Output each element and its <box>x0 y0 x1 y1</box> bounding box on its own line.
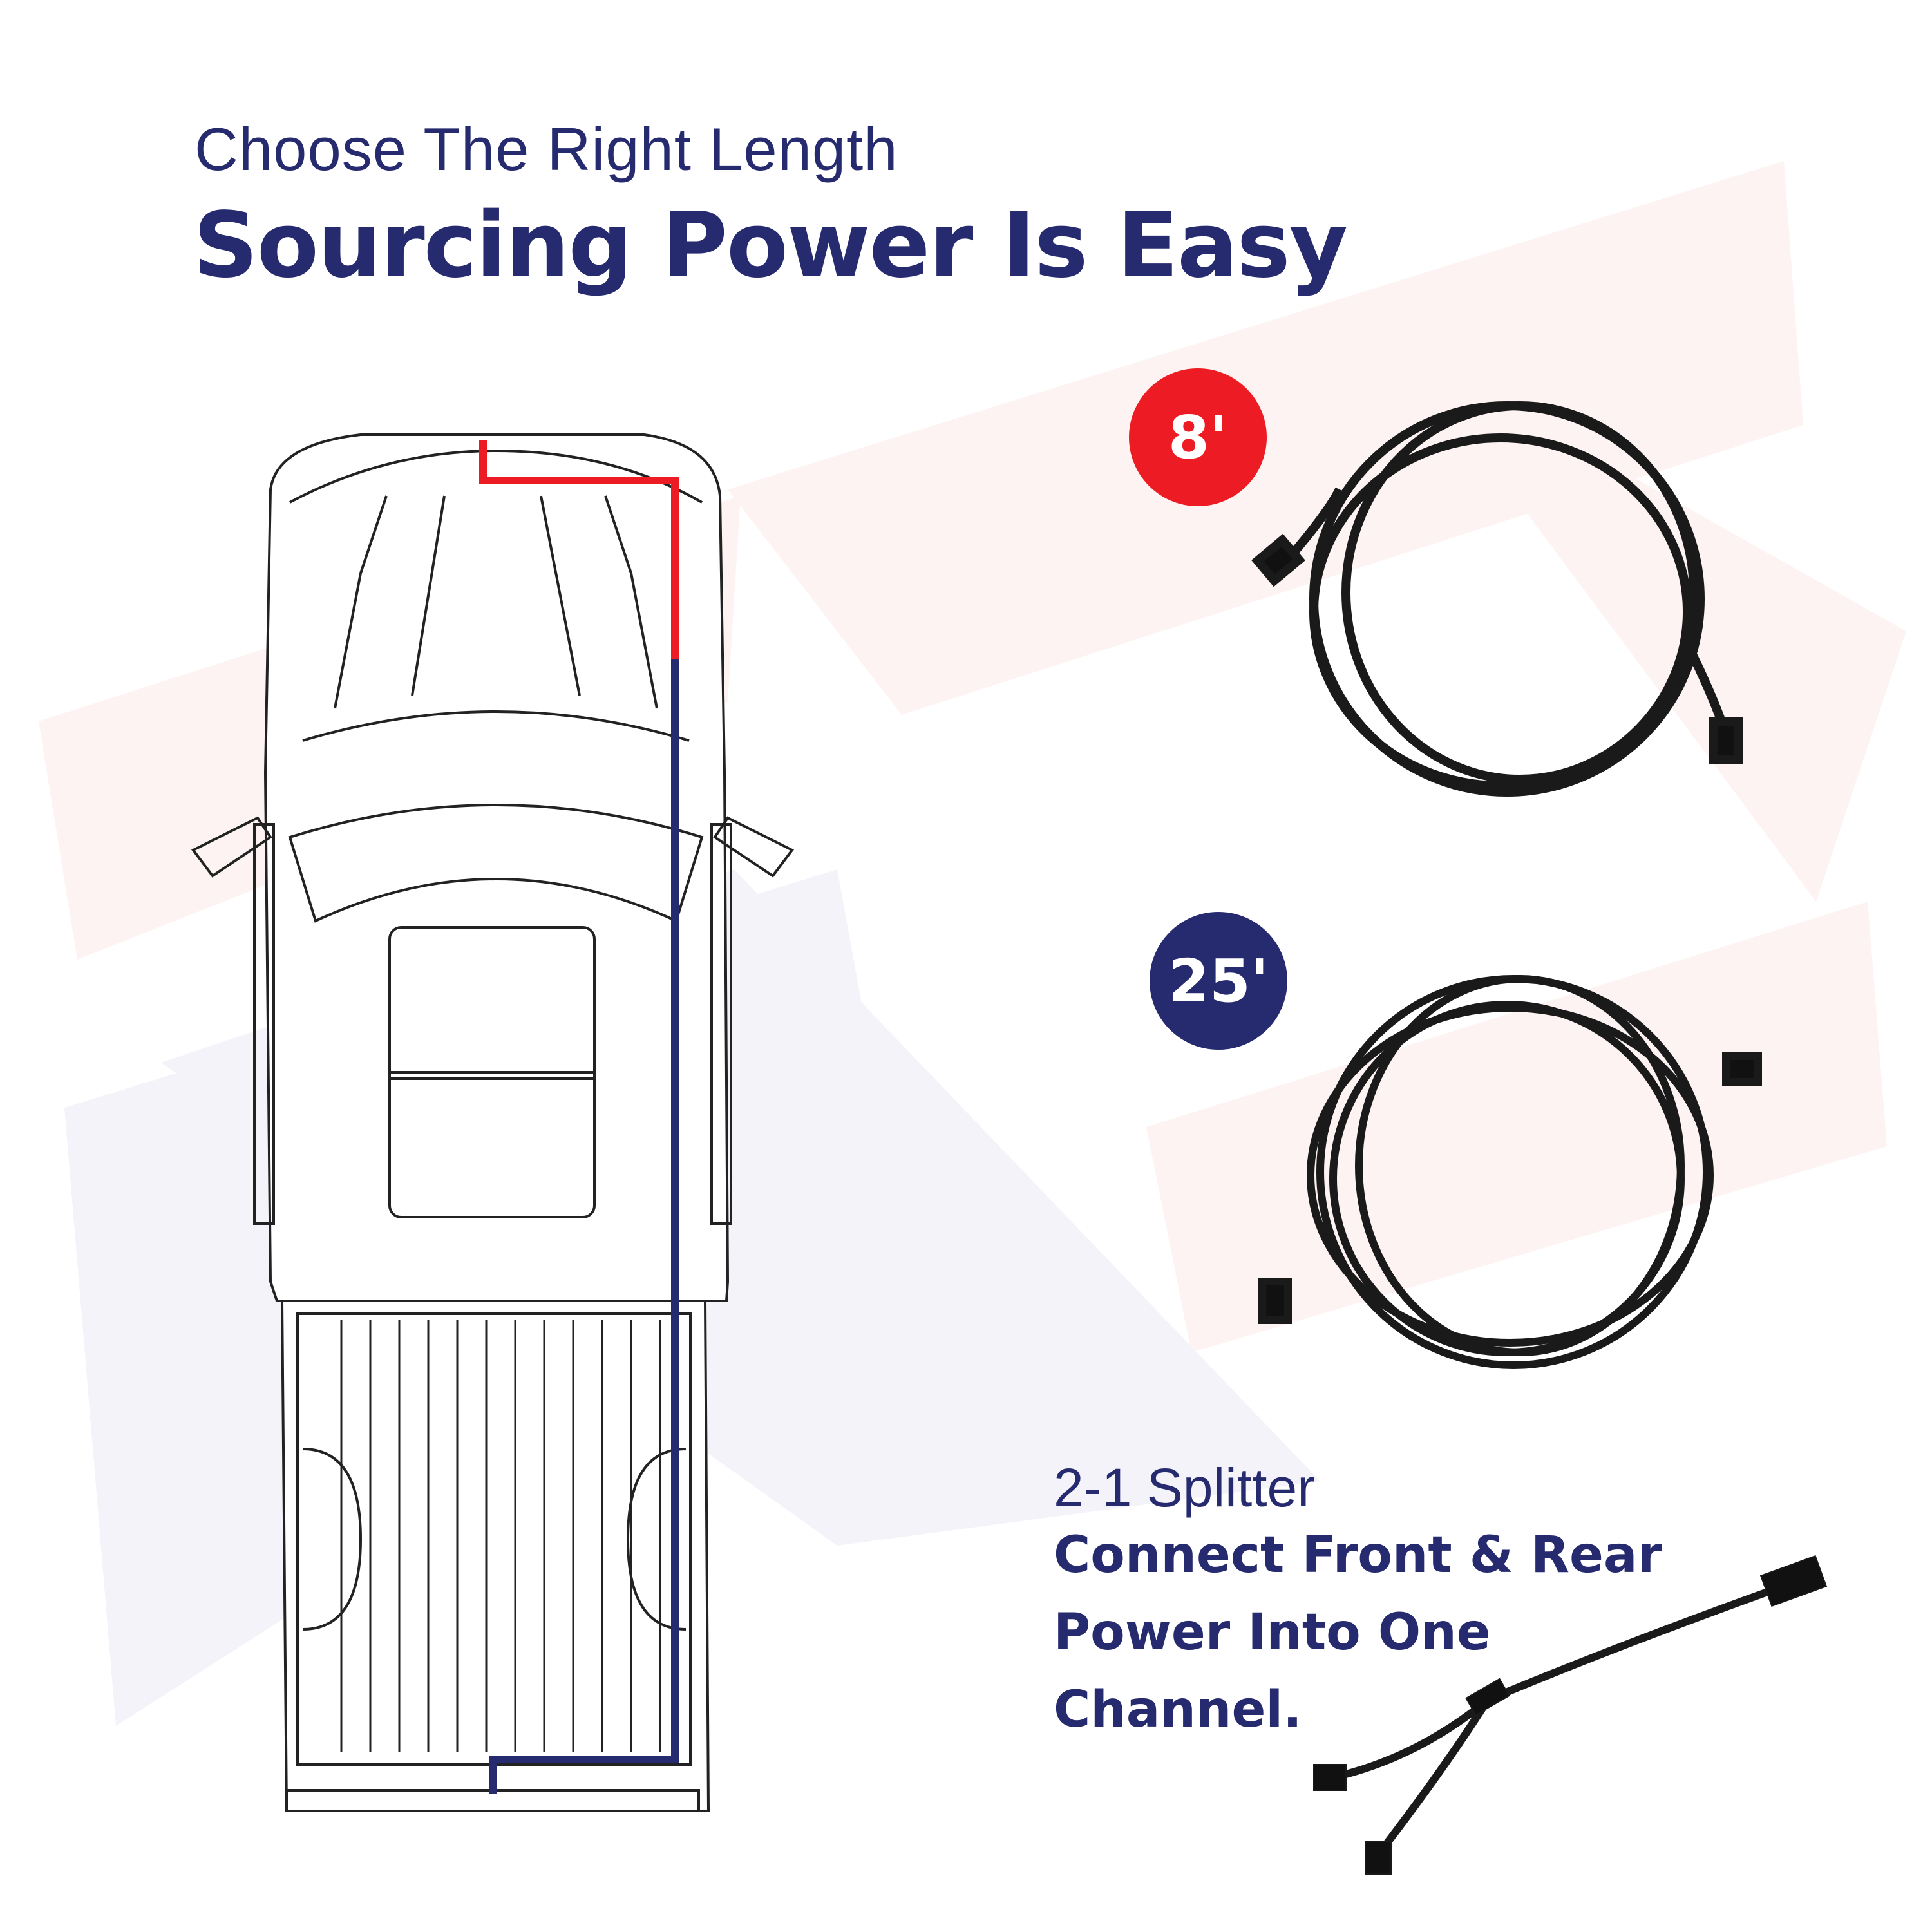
front-wire-route <box>479 440 679 659</box>
splitter-title: 2-1 Splitter <box>1054 1457 1316 1518</box>
length-badge-8ft: 8' <box>1129 368 1267 506</box>
splitter-description-line: Channel. <box>1054 1681 1302 1739</box>
truck-outline <box>191 433 795 1812</box>
splitter-description-line: Power Into One <box>1054 1604 1491 1662</box>
subtitle: Choose The Right Length <box>194 115 898 183</box>
length-badge-25ft: 25' <box>1150 912 1287 1050</box>
cable-25ft-image <box>1258 975 1762 1369</box>
splitter-cable-image <box>1313 1555 1828 1875</box>
rear-wire-route <box>489 659 679 1794</box>
cable-8ft-image <box>1251 401 1743 797</box>
page-title: Sourcing Power Is Easy <box>193 193 1348 298</box>
splitter-description-line: Connect Front & Rear <box>1054 1526 1663 1584</box>
